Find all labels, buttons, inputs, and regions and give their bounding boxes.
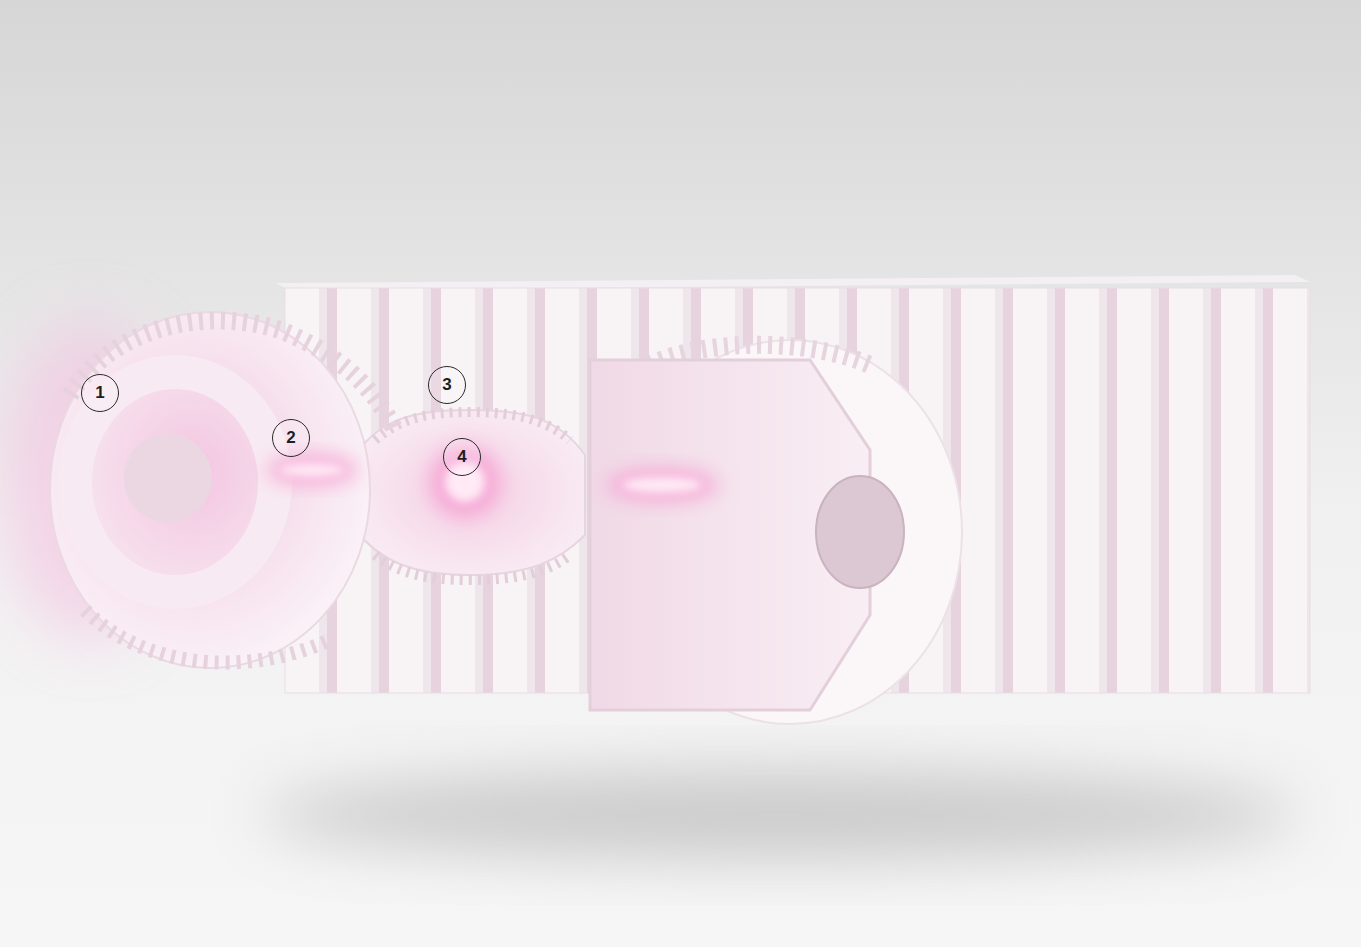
callout-number: 3 xyxy=(428,366,466,404)
inner-disc xyxy=(816,476,904,588)
middle-chamber xyxy=(355,410,585,575)
ribbed-shell xyxy=(375,412,570,440)
plasma-glow xyxy=(266,456,358,484)
plasma-core xyxy=(622,477,702,493)
callout-number: 2 xyxy=(272,419,310,457)
ribbed-shell xyxy=(375,555,570,580)
plasma-core xyxy=(280,463,344,477)
left-torus xyxy=(50,312,370,668)
floor-shadow xyxy=(260,770,1300,860)
torus-ring xyxy=(75,372,275,592)
torus-hole xyxy=(124,434,212,522)
callout-number: 4 xyxy=(443,438,481,476)
callout-number: 1 xyxy=(81,374,119,412)
plasma-glow xyxy=(606,469,718,501)
ribbed-shell xyxy=(85,610,330,663)
